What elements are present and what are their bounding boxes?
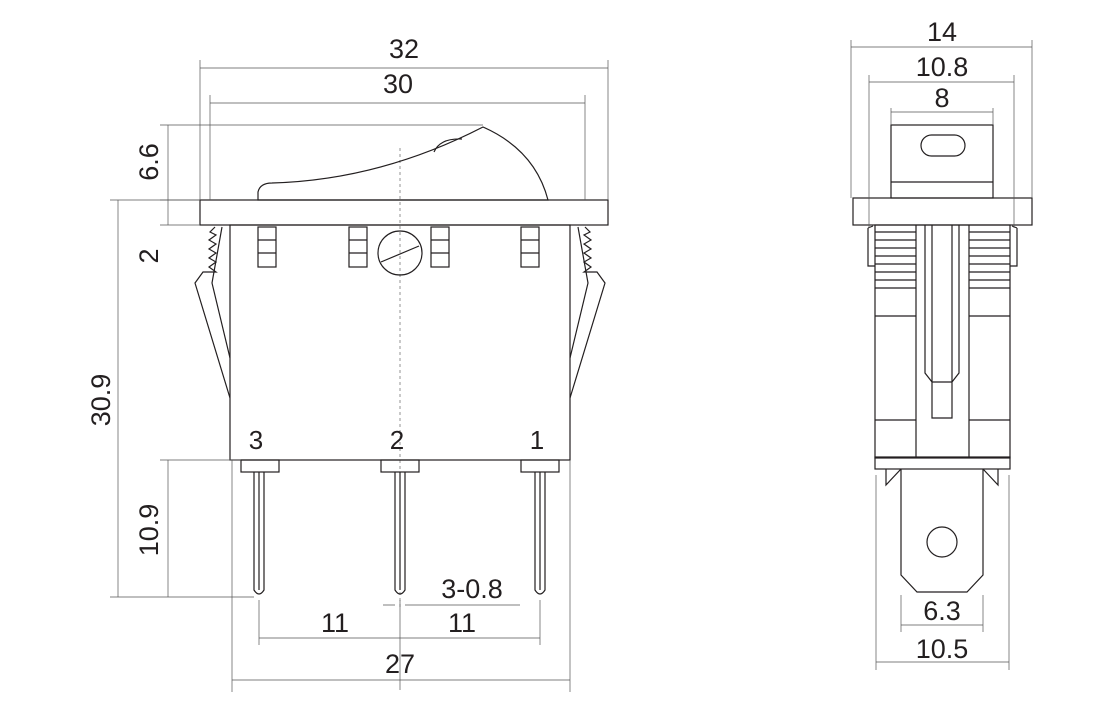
dim-30.9: 30.9 [86, 374, 116, 427]
pins [240, 459, 560, 595]
dim-10.8: 10.8 [916, 52, 969, 82]
pin-label-2: 2 [390, 425, 404, 455]
dim-32: 32 [389, 34, 419, 64]
front-view: 3 2 1 32 30 6.6 2 30.9 10.9 11 11 27 3-0… [86, 34, 609, 692]
dim-6.6: 6.6 [134, 143, 164, 181]
side-dimension-lines [850, 40, 1033, 670]
front-dimension-lines [110, 60, 609, 692]
dim-27: 27 [385, 649, 415, 679]
dim-10.9: 10.9 [134, 504, 164, 557]
rocker [257, 126, 549, 201]
dim-8: 8 [934, 83, 949, 113]
dim-30: 30 [383, 69, 413, 99]
dim-6.3: 6.3 [923, 596, 961, 626]
dim-11-right: 11 [448, 608, 476, 638]
dim-10.5: 10.5 [916, 634, 969, 664]
dim-14: 14 [927, 17, 957, 47]
dim-2: 2 [134, 248, 164, 263]
dim-3-0.8: 3-0.8 [441, 574, 503, 604]
dim-11-left: 11 [321, 608, 349, 638]
flange [199, 199, 609, 226]
pin-label-3: 3 [249, 425, 263, 455]
pin-label-1: 1 [530, 425, 544, 455]
side-view: 14 10.8 8 6.3 10.5 [850, 17, 1033, 670]
